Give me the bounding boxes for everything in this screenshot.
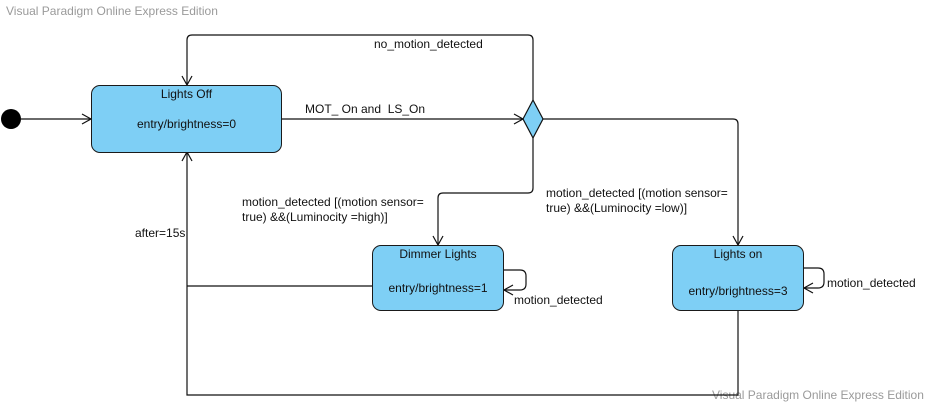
state-lights-on-entry: entry/brightness=3 <box>688 284 788 298</box>
watermark-top: Visual Paradigm Online Express Edition <box>6 4 218 18</box>
state-lights-on: Lights on entry/brightness=3 <box>672 245 804 311</box>
self-loop-dimmer <box>502 269 527 296</box>
label-dimmer-self: motion_detected <box>514 293 603 307</box>
self-loop-lights-on <box>802 267 825 294</box>
state-lights-off-title: Lights Off <box>160 87 213 101</box>
label-mot-ls: MOT_ On and LS_On <box>305 102 426 116</box>
label-guard-high-1: motion_detected [(motion sensor= <box>242 195 424 209</box>
state-dimmer-lights: Dimmer Lights entry/brightness=1 <box>372 245 504 311</box>
initial-node <box>1 109 21 129</box>
transition-to-dimmer <box>432 138 534 247</box>
state-lights-off-entry: entry/brightness=0 <box>136 117 237 131</box>
label-after-timer: after=15s <box>135 226 186 240</box>
state-dimmer-entry: entry/brightness=1 <box>388 281 488 295</box>
state-dimmer-title: Dimmer Lights <box>399 247 477 261</box>
label-guard-high-2: true) &&(Luminocity =high)] <box>242 210 388 224</box>
label-guard-low-1: motion_detected [(motion sensor= <box>546 186 728 200</box>
label-lights-on-self: motion_detected <box>827 276 916 290</box>
transition-timeout <box>181 150 739 396</box>
label-no-motion: no_motion_detected <box>374 37 483 51</box>
label-guard-low-2: true) &&(Luminocity =low)] <box>546 201 688 215</box>
transition-no-motion <box>181 34 534 100</box>
transition-to-lights-on <box>543 118 744 247</box>
choice-node <box>522 98 544 140</box>
state-lights-on-title: Lights on <box>713 247 763 261</box>
state-lights-off: Lights Off entry/brightness=0 <box>91 85 282 153</box>
watermark-bottom: Visual Paradigm Online Express Edition <box>712 388 924 402</box>
